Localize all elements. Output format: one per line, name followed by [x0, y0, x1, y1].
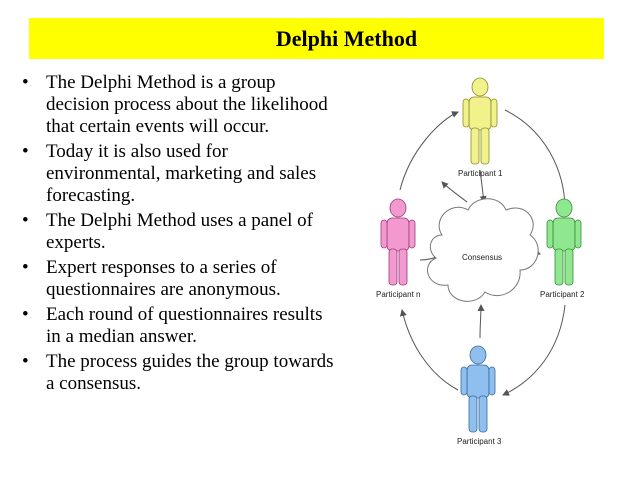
participant-3-figure: Participant 3 — [457, 345, 502, 446]
delphi-diagram: Consensus Participant 1 Participant 2 — [340, 70, 630, 470]
bullet-dot: • — [22, 210, 29, 231]
bullet-dot: • — [22, 304, 29, 325]
arrow-p3-to-consensus — [477, 304, 485, 339]
participant-2-label: Participant 2 — [540, 290, 585, 299]
bullet-item: • Today it is also used for environmental… — [20, 141, 340, 207]
bullet-dot: • — [22, 72, 29, 93]
bullet-item: • The process guides the group towards a … — [20, 351, 340, 395]
arrow-consensus-to-p1 — [441, 181, 468, 203]
bullet-item: • The Delphi Method uses a panel of exper… — [20, 210, 340, 254]
bullet-item: • Each round of questionnaires results in… — [20, 304, 340, 348]
bullet-list: • The Delphi Method is a group decision p… — [20, 72, 340, 398]
page-title: Delphi Method — [275, 25, 418, 51]
arrow-p2-to-p3 — [502, 304, 566, 396]
bullet-text: The Delphi Method uses a panel of expert… — [46, 210, 313, 253]
consensus-label: Consensus — [462, 253, 502, 262]
bullet-dot: • — [22, 351, 29, 372]
bullet-item: • The Delphi Method is a group decision p… — [20, 72, 340, 138]
participant-1-label: Participant 1 — [458, 169, 503, 178]
delphi-diagram-svg: Consensus Participant 1 Participant 2 — [376, 77, 585, 446]
bullet-text: Today it is also used for environmental,… — [46, 141, 317, 206]
bullet-dot: • — [22, 257, 29, 278]
bullet-text: The Delphi Method is a group decision pr… — [46, 72, 328, 137]
bullet-item: • Expert responses to a series of questio… — [20, 257, 340, 301]
title-bar: Delphi Method — [29, 18, 604, 59]
arrow-pn-to-p1 — [399, 111, 459, 191]
bullet-dot: • — [22, 141, 29, 162]
bullet-text: Expert responses to a series of question… — [46, 257, 281, 300]
participant-n-label: Participant n — [376, 290, 420, 299]
bullet-text: The process guides the group towards a c… — [46, 351, 334, 394]
participant-2-figure: Participant 2 — [540, 198, 585, 299]
participant-1-figure: Participant 1 — [458, 77, 503, 178]
consensus-cloud: Consensus — [426, 198, 539, 302]
bullet-text: Each round of questionnaires results in … — [46, 304, 323, 347]
arrow-p1-to-p2 — [504, 109, 569, 211]
participant-3-label: Participant 3 — [457, 437, 502, 446]
participant-n-figure: Participant n — [376, 198, 420, 299]
arrow-p3-to-pn — [399, 309, 459, 391]
